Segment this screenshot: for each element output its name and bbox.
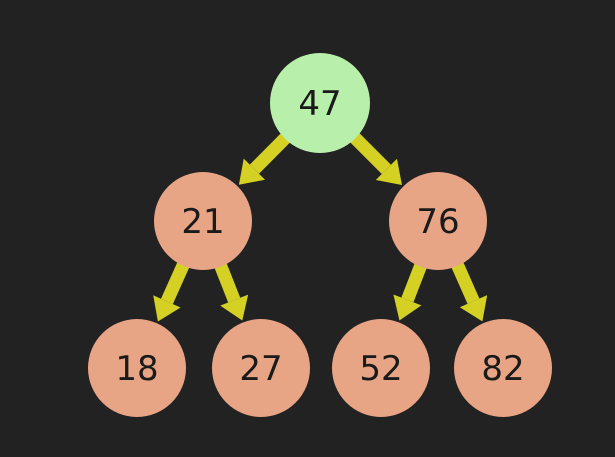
tree-edge-47-to-21 — [238, 131, 293, 185]
edge-arrowhead-icon — [153, 295, 181, 322]
tree-node-27[interactable]: 27 — [212, 319, 310, 417]
node-circle[interactable] — [454, 319, 552, 417]
edge-arrowhead-icon — [238, 158, 266, 185]
tree-edge-21-to-27 — [213, 260, 249, 321]
edges-layer — [153, 130, 488, 322]
tree-node-52[interactable]: 52 — [332, 319, 430, 417]
edge-arrowhead-icon — [459, 295, 488, 322]
tree-edge-76-to-82 — [450, 259, 488, 322]
node-circle[interactable] — [332, 319, 430, 417]
node-circle[interactable] — [389, 172, 487, 270]
edge-shaft — [213, 260, 241, 303]
edge-arrowhead-icon — [220, 294, 249, 321]
edge-shaft — [249, 131, 293, 174]
edge-shaft — [160, 259, 191, 305]
tree-edge-76-to-52 — [393, 260, 428, 321]
edge-shaft — [401, 260, 428, 303]
edge-arrowhead-icon — [393, 294, 422, 321]
tree-edge-21-to-18 — [153, 259, 191, 322]
node-circle[interactable] — [88, 319, 186, 417]
edge-shaft — [450, 259, 480, 304]
tree-node-18[interactable]: 18 — [88, 319, 186, 417]
node-circle-highlighted[interactable] — [270, 53, 370, 153]
edge-arrowhead-icon — [375, 158, 402, 185]
edge-shaft — [347, 130, 391, 174]
tree-node-47[interactable]: 47 — [270, 53, 370, 153]
tree-node-82[interactable]: 82 — [454, 319, 552, 417]
tree-node-76[interactable]: 76 — [389, 172, 487, 270]
tree-edge-47-to-76 — [347, 130, 402, 185]
tree-node-21[interactable]: 21 — [154, 172, 252, 270]
node-circle[interactable] — [212, 319, 310, 417]
node-circle[interactable] — [154, 172, 252, 270]
